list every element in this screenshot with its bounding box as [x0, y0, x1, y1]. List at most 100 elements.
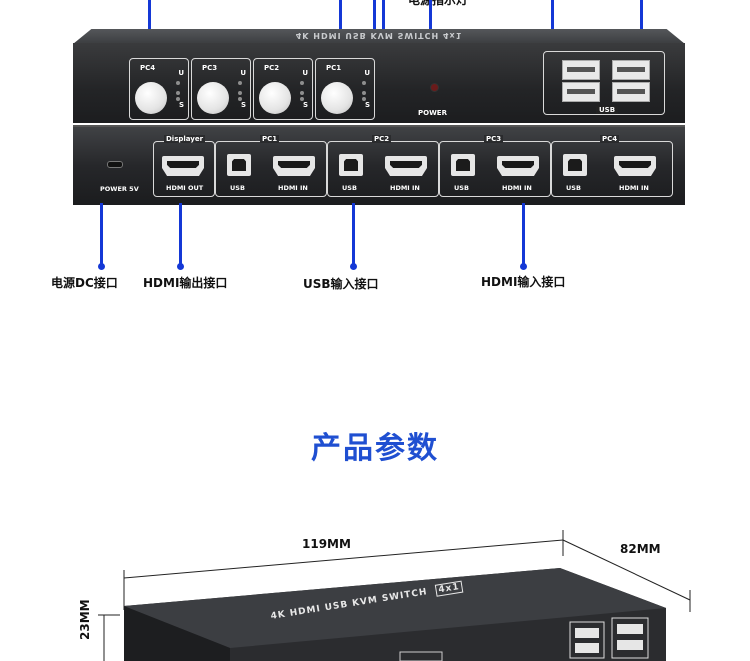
- power-label: POWER: [418, 109, 447, 117]
- pc4-led-s: [176, 97, 180, 101]
- usb-port-3[interactable]: [612, 60, 650, 80]
- pc4-usb-port[interactable]: [563, 154, 587, 176]
- pc3-usb-port[interactable]: [451, 154, 475, 176]
- pc2-u-label: U: [302, 69, 308, 77]
- height-label: 23MM: [78, 599, 92, 640]
- pc4-u-label: U: [178, 69, 184, 77]
- pc4-box: PC4 U S: [129, 58, 189, 120]
- pc1-hdmi-port[interactable]: [273, 156, 315, 176]
- section-title: 产品参数: [311, 431, 439, 466]
- hdmi-in-callout: HDMI输入接口: [481, 275, 566, 289]
- pc4-led-mid: [176, 91, 180, 95]
- pc2-select-button[interactable]: [259, 82, 291, 114]
- pc4-hdmi-label: HDMI IN: [619, 184, 649, 192]
- pc3-input-group: PC3 USB HDMI IN: [439, 135, 551, 197]
- pc2-s-label: S: [302, 101, 308, 109]
- pc3-u-label: U: [240, 69, 246, 77]
- leader-hdmi-in-dot: [520, 263, 527, 270]
- pc1-select-button[interactable]: [321, 82, 353, 114]
- device-usb-box-left: [569, 621, 605, 659]
- usb-port-4[interactable]: [612, 82, 650, 102]
- pc4-led-u: [176, 81, 180, 85]
- pc4-input-group: PC4 USB HDMI IN: [551, 135, 673, 197]
- pc2-led-mid: [300, 91, 304, 95]
- usb-port-1[interactable]: [562, 60, 600, 80]
- pc2-hdmi-port[interactable]: [385, 156, 427, 176]
- pc1-led-mid: [362, 91, 366, 95]
- dc-power-port[interactable]: [107, 161, 123, 168]
- pc1-hdmi-label: HDMI IN: [278, 184, 308, 192]
- usb-in-callout: USB输入接口: [303, 277, 379, 291]
- pc4-group-label: PC4: [600, 135, 620, 143]
- pc3-box: PC3 U S: [191, 58, 251, 120]
- pc2-led-s: [300, 97, 304, 101]
- pc3-usb-label: USB: [454, 184, 469, 192]
- length-dim-line: [123, 539, 564, 579]
- device-top-label: 4K HDMI USB KVM SWITCH 4x1: [295, 31, 463, 40]
- pc1-led-s: [362, 97, 366, 101]
- pc3-hdmi-port[interactable]: [497, 156, 539, 176]
- hdmi-out-port[interactable]: [162, 156, 204, 176]
- length-label: 119MM: [302, 537, 351, 551]
- pc1-box: PC1 U S: [315, 58, 375, 120]
- leader-usb-in: [352, 203, 355, 266]
- leader-hdmi-in: [522, 203, 525, 266]
- pc4-select-button[interactable]: [135, 82, 167, 114]
- usb-port-2[interactable]: [562, 82, 600, 102]
- displayer-label: Displayer: [164, 135, 206, 143]
- leader-hdmi-out-dot: [177, 263, 184, 270]
- device-usb-2: [575, 643, 599, 653]
- usb-hub-box: USB: [543, 51, 665, 115]
- pc4-hdmi-port[interactable]: [614, 156, 656, 176]
- pc1-usb-port[interactable]: [227, 154, 251, 176]
- width-dim-line: [562, 539, 691, 601]
- hdmi-out-label: HDMI OUT: [166, 184, 204, 192]
- displayer-group: Displayer HDMI OUT: [153, 135, 215, 197]
- device-usb-1: [575, 628, 599, 638]
- pc3-led-u: [238, 81, 242, 85]
- pc4-usb-label: USB: [566, 184, 581, 192]
- device-usb-box-right: [611, 617, 649, 659]
- pc1-led-u: [362, 81, 366, 85]
- leader-dc-dot: [98, 263, 105, 270]
- back-panel: POWER 5V Displayer HDMI OUT PC1 USB HDMI…: [73, 125, 685, 205]
- device-front-box: [399, 651, 443, 661]
- pc2-usb-label: USB: [342, 184, 357, 192]
- pc4-s-label: S: [178, 101, 184, 109]
- width-label: 82MM: [620, 542, 661, 556]
- leader-usb-in-dot: [350, 263, 357, 270]
- leader-hdmi-out: [179, 203, 182, 266]
- pc2-hdmi-label: HDMI IN: [390, 184, 420, 192]
- dimension-drawing: [98, 530, 691, 661]
- device-usb-4: [617, 640, 643, 650]
- power-led: [430, 83, 439, 92]
- power-indicator-callout: 电源指示灯: [408, 0, 469, 7]
- pc2-input-group: PC2 USB HDMI IN: [327, 135, 439, 197]
- front-panel: PC4 U S PC3 U S PC2 U S PC1 U S POWER: [73, 43, 685, 123]
- pc4-label: PC4: [140, 64, 156, 72]
- hdmi-out-callout: HDMI输出接口: [143, 276, 228, 290]
- pc2-label: PC2: [264, 64, 280, 72]
- pc2-usb-port[interactable]: [339, 154, 363, 176]
- dc-port-callout: 电源DC接口: [51, 276, 118, 290]
- device-top-face: [124, 568, 666, 648]
- pc1-u-label: U: [364, 69, 370, 77]
- pc3-select-button[interactable]: [197, 82, 229, 114]
- pc3-group-label: PC3: [484, 135, 504, 143]
- pc3-hdmi-label: HDMI IN: [502, 184, 532, 192]
- device-side-face: [124, 606, 230, 661]
- pc3-led-mid: [238, 91, 242, 95]
- power-5v-label: POWER 5V: [100, 185, 139, 193]
- pc1-usb-label: USB: [230, 184, 245, 192]
- pc1-group-label: PC1: [260, 135, 280, 143]
- pc3-led-s: [238, 97, 242, 101]
- pc1-input-group: PC1 USB HDMI IN: [215, 135, 327, 197]
- pc2-group-label: PC2: [372, 135, 392, 143]
- pc3-label: PC3: [202, 64, 218, 72]
- pc2-led-u: [300, 81, 304, 85]
- pc1-label: PC1: [326, 64, 342, 72]
- pc3-s-label: S: [240, 101, 246, 109]
- pc1-s-label: S: [364, 101, 370, 109]
- leader-power-led: [429, 0, 432, 45]
- pc2-box: PC2 U S: [253, 58, 313, 120]
